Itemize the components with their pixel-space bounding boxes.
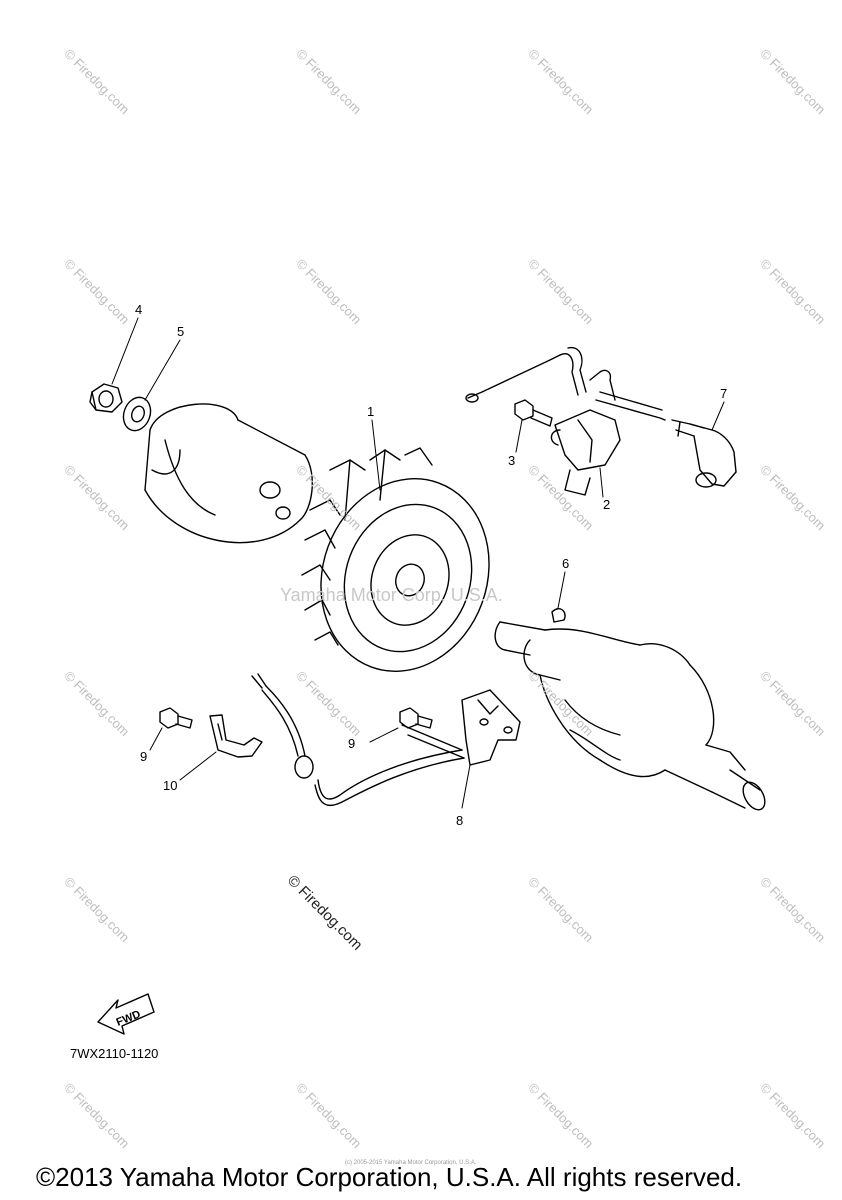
fine-print: (c) 2005-2015 Yamaha Motor Corporation, … (345, 1160, 477, 1166)
cover-part (144, 403, 313, 544)
washer-part (122, 396, 152, 432)
fwd-label: FWD (115, 1008, 143, 1029)
callout-4: 4 (135, 302, 143, 317)
callout-1: 1 (367, 404, 375, 419)
woodruff-key-part (551, 608, 566, 623)
callout-9-left: 9 (140, 749, 148, 764)
callout-7: 7 (720, 386, 728, 401)
coil-bolt-part (514, 399, 553, 427)
diagram-code: 7WX2110-1120 (70, 1046, 159, 1061)
callout-3: 3 (508, 453, 516, 468)
leader-lines (111, 317, 725, 809)
plug-cap-part (671, 419, 737, 488)
callout-6: 6 (562, 556, 570, 571)
ignition-coil-part (465, 346, 666, 496)
callout-10: 10 (163, 778, 178, 793)
pulser-coil-part (251, 673, 521, 807)
nut-part (89, 383, 123, 413)
fwd-arrow-icon (97, 993, 155, 1035)
center-watermark: Yamaha Motor Corp. U.S.A. (280, 585, 503, 605)
callout-2: 2 (603, 497, 611, 512)
callout-9-right: 9 (348, 736, 356, 751)
bolt-right-part (399, 707, 433, 729)
callout-5: 5 (177, 324, 185, 339)
bolt-left-part (159, 707, 193, 729)
bracket-part (209, 714, 263, 758)
copyright-footer: ©2013 Yamaha Motor Corporation, U.S.A. A… (36, 1162, 743, 1192)
flywheel-part (301, 447, 490, 672)
callout-8: 8 (456, 813, 464, 828)
crankshaft-part (494, 621, 766, 811)
